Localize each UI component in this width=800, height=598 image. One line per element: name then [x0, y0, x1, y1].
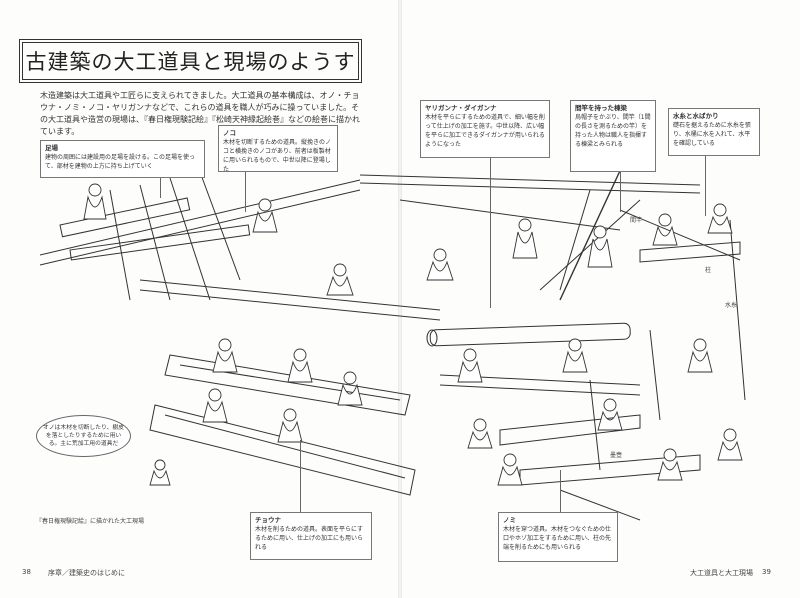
- callout-title: 水糸と水ばかり: [673, 112, 719, 120]
- leader-line: [245, 172, 246, 212]
- callout-noko: ノコ 木材を切断するための道具。縦挽きのノコと横挽きのノコがあり、前者は板製材に…: [218, 125, 338, 173]
- worker-figure: [83, 183, 743, 486]
- callout-mizuito: 水糸と水ばかり 礎石を据えるために水糸を張り、水桶に水を入れて、水平を確認してい…: [668, 108, 760, 156]
- callout-title: ノミ: [503, 516, 516, 524]
- section-right: 大工道具と大工現場: [690, 569, 753, 577]
- leader-line: [300, 440, 301, 512]
- callout-title: ノコ: [223, 129, 236, 137]
- callout-title: チョウナ: [255, 516, 281, 524]
- callout-ashiba: 足場 建物の周囲には建設用の足場を設ける。この足場を使って、部材を建物の上方に持…: [40, 140, 205, 178]
- callout-text: 建物の周囲には建設用の足場を設ける。この足場を使って、部材を建物の上方に持ち上げ…: [45, 154, 196, 170]
- callout-chouna: チョウナ 木材を削るための道具。表面を平らにするために用い、仕上げの加工にも用い…: [250, 512, 372, 560]
- callout-text: 木材を切断するための道具。縦挽きのノコと横挽きのノコがあり、前者は板製材に用いら…: [223, 139, 332, 173]
- leader-line: [490, 158, 491, 308]
- label-mizuito: 水糸: [725, 302, 738, 309]
- callout-kensao: 間竿を持った棟梁 烏帽子をかぶり、間竿（1間の長さを測るための竿）を持った人物は…: [570, 100, 656, 172]
- callout-text: 木材を穿つ道具。木材をつなぐための仕口やホゾ加工をするために用い、柱の先端を削る…: [503, 526, 612, 551]
- page-number-right: 39: [762, 568, 771, 576]
- page-gutter: [398, 0, 402, 598]
- leveling-drawing: [619, 209, 746, 401]
- leader-line: [560, 470, 561, 512]
- leader-line: [160, 178, 161, 198]
- callout-title: 足場: [45, 144, 58, 152]
- page-title: 古建築の大工道具と現場のようす: [19, 39, 362, 83]
- source-caption: 『春日権現験記絵』に描かれた大工現場: [36, 518, 145, 525]
- page-number-left: 38: [22, 568, 31, 576]
- callout-text: 烏帽子をかぶり、間竿（1間の長さを測るための竿）を持った人物は職人を指揮する棟梁…: [575, 114, 651, 148]
- label-sumitsubo: 墨壺: [610, 452, 623, 459]
- callout-title: 間竿を持った棟梁: [575, 104, 627, 112]
- label-kensao: 間竿: [630, 217, 643, 224]
- ono-bubble: オノは木材を切断したり、樹皮を落としたりするために用いる。主に荒加工用の道具だ: [36, 415, 131, 457]
- callout-nomi: ノミ 木材を穿つ道具。木材をつなぐための仕口やホゾ加工をするために用い、柱の先端…: [498, 512, 618, 562]
- callout-yariganna: ヤリガンナ・ダイガンナ 木材を平らにするための道具で、細い幅を削って仕上げの加工…: [420, 100, 550, 158]
- roof-beams-drawing: [359, 174, 701, 291]
- callout-text: 木材を削るための道具。表面を平らにするために用い、仕上げの加工にも用いられる: [255, 526, 364, 551]
- kensao-pole: [559, 159, 626, 301]
- leader-line: [705, 156, 706, 216]
- callout-text: 礎石を据えるために水糸を張り、水桶に水を入れて、水平を確認している: [673, 122, 751, 147]
- scaffold-drawing: [39, 171, 441, 321]
- callout-text: 木材を平らにするための道具で、細い幅を削って仕上げの加工を施す。中世以降、広い幅…: [425, 114, 545, 148]
- intro-text: 木造建築は大工道具や工匠らに支えられてきました。大工道具の基本構成は、オノ・チョ…: [40, 91, 360, 136]
- callout-title: ヤリガンナ・ダイガンナ: [425, 104, 497, 112]
- section-left: 序章／建築史のはじめに: [48, 569, 125, 577]
- leader-line: [620, 172, 621, 212]
- log-drawing: [426, 322, 641, 396]
- label-hashira: 柱: [705, 267, 712, 274]
